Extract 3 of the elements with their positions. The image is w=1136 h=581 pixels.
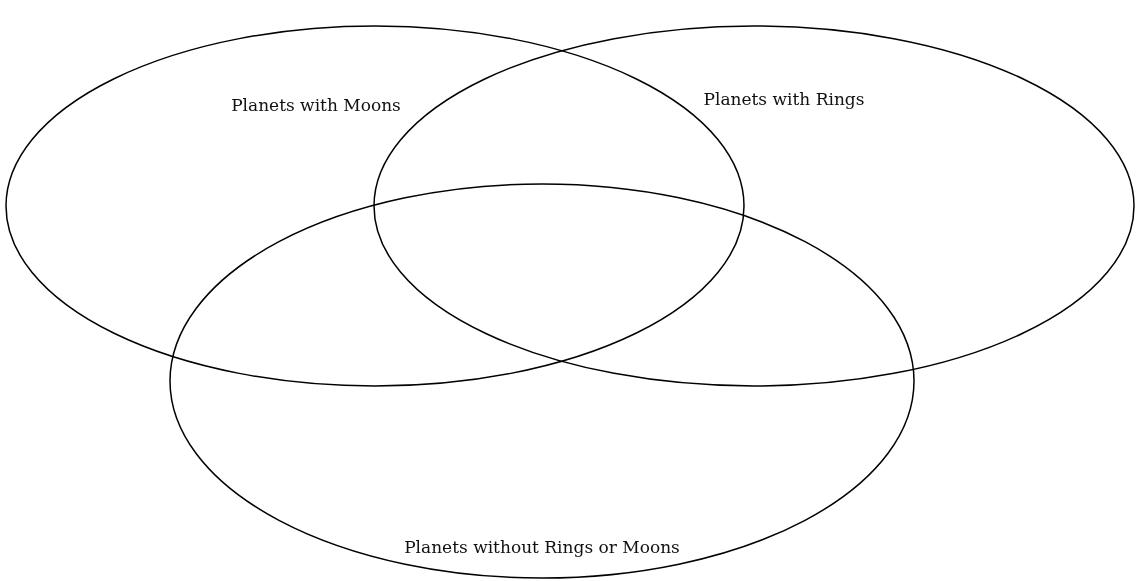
set-label: Planets with Moons bbox=[230, 94, 402, 117]
set-label: Planets with Rings bbox=[702, 88, 866, 111]
set-label: Planets without Rings or Moons bbox=[403, 536, 681, 559]
